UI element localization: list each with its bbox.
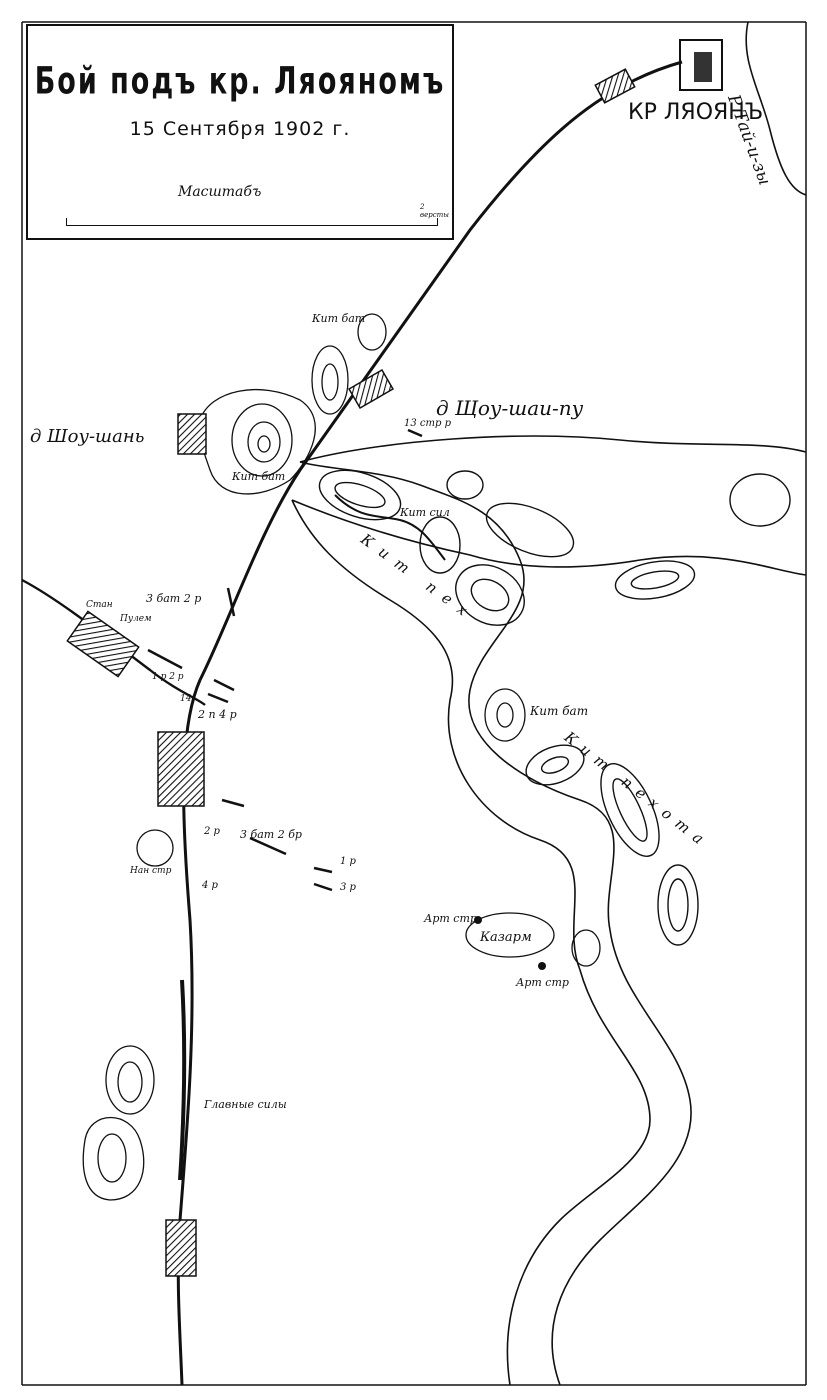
label-kitai-bat-mid: Кит бат [530,704,589,718]
label-village-north: д Щоу-шаи-пу [436,396,584,420]
label-14: 14 [180,694,192,704]
label-1r: 1 р [340,856,356,867]
label-3bat-2r: 3 бат 2 р [146,592,202,605]
label-main-forces: Главные силы [204,1098,287,1111]
railway [21,60,683,1386]
label-4r: 4 р [202,880,218,891]
river-upper-right [745,21,807,196]
label-kitai-bat-left: Кит бат [232,470,286,483]
label-3r: 3 р [340,882,356,893]
scale-bar [66,218,438,226]
label-2p4r: 2 п 4 р [198,708,237,721]
label-pulem: Пулем [120,614,152,624]
stream [334,494,446,561]
label-3bat-2br: 3 бат 2 бр [240,828,302,841]
label-2r: 2 р [204,826,220,837]
title-box: Бой подъ кр. Ляояномъ 15 Сентября 1902 г… [26,24,454,240]
scale-label: Масштабъ [178,184,262,200]
label-kitai-top: Кит бат [312,312,366,325]
river-islands [318,469,791,946]
label-village-west: д Шоу-шань [30,426,145,447]
label-1p2r: 1 р 2 р [152,672,184,682]
artillery-markers [474,916,546,970]
map-subtitle: 15 Сентября 1902 г. [129,118,351,140]
label-art-1: Арт стр [424,912,477,925]
hill-contours [82,313,601,1201]
label-kitai-fanzy: Кит сил [400,506,450,519]
label-nan-str: Нан стр [130,866,172,876]
label-stan: Стан [86,600,113,610]
scale-end-label: 2 версты [420,203,449,219]
label-kaza: Казарм [480,930,532,945]
fortress-lyaoyan [679,39,723,91]
troop-marks [147,428,423,892]
settlements [66,68,636,1277]
river-band [291,435,807,1386]
label-fortress: КР ЛЯОЯНЪ [628,100,764,125]
label-strelki-13: 13 стр р [404,418,451,429]
label-art-2: Арт стр [516,976,569,989]
map-title: Бой подъ кр. Ляояномъ [34,59,446,104]
